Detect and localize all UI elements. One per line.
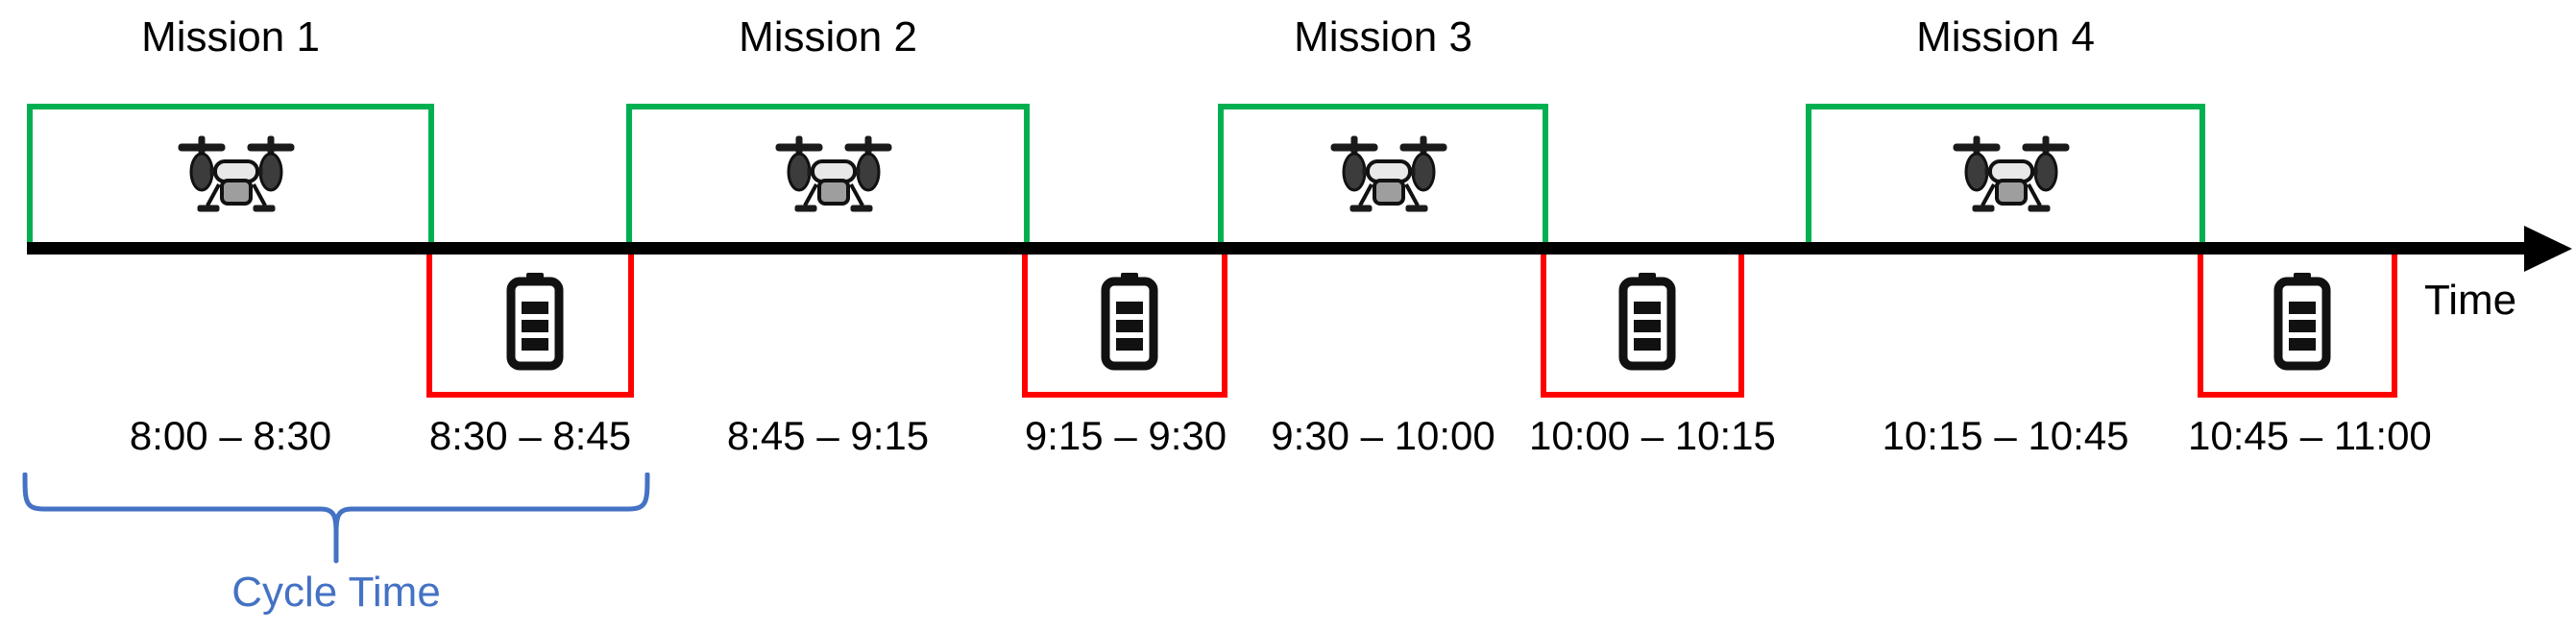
mission-title-2: Mission 2: [739, 13, 917, 61]
battery-icon: [2271, 271, 2334, 371]
drone-icon: [763, 133, 905, 229]
battery-icon: [503, 271, 567, 371]
drone-icon: [165, 133, 307, 229]
drone-icon: [1940, 133, 2082, 229]
drone-icon: [1318, 133, 1460, 229]
axis-label-time: Time: [2424, 277, 2517, 324]
charging-block-1: [426, 252, 634, 398]
mission-title-4: Mission 4: [1916, 13, 2095, 61]
time-label-charging-4: 10:45 – 11:00: [2188, 413, 2432, 458]
battery-icon: [1098, 271, 1161, 371]
time-label-mission-2: 8:45 – 9:15: [726, 413, 930, 458]
time-label-charging-2: 9:15 – 9:30: [1024, 413, 1227, 458]
time-label-charging-1: 8:30 – 8:45: [428, 413, 632, 458]
charging-block-2: [1022, 252, 1227, 398]
time-label-mission-4: 10:15 – 10:45: [1882, 413, 2129, 458]
charging-block-4: [2198, 252, 2397, 398]
time-label-mission-3: 9:30 – 10:00: [1271, 413, 1495, 458]
mission-block-1: [27, 104, 434, 246]
curly-brace-icon: [19, 472, 653, 565]
arrow-right-icon: [2524, 226, 2572, 272]
time-label-charging-3: 10:00 – 10:15: [1529, 413, 1776, 458]
mission-block-4: [1806, 104, 2205, 246]
cycle-time-label: Cycle Time: [231, 569, 441, 616]
battery-icon: [1616, 271, 1679, 371]
mission-title-1: Mission 1: [141, 13, 320, 61]
charging-block-3: [1541, 252, 1744, 398]
time-label-mission-1: 8:00 – 8:30: [129, 413, 332, 458]
mission-title-3: Mission 3: [1294, 13, 1472, 61]
mission-block-2: [626, 104, 1030, 246]
mission-block-3: [1218, 104, 1548, 246]
timeline-axis-line: [27, 242, 2541, 255]
